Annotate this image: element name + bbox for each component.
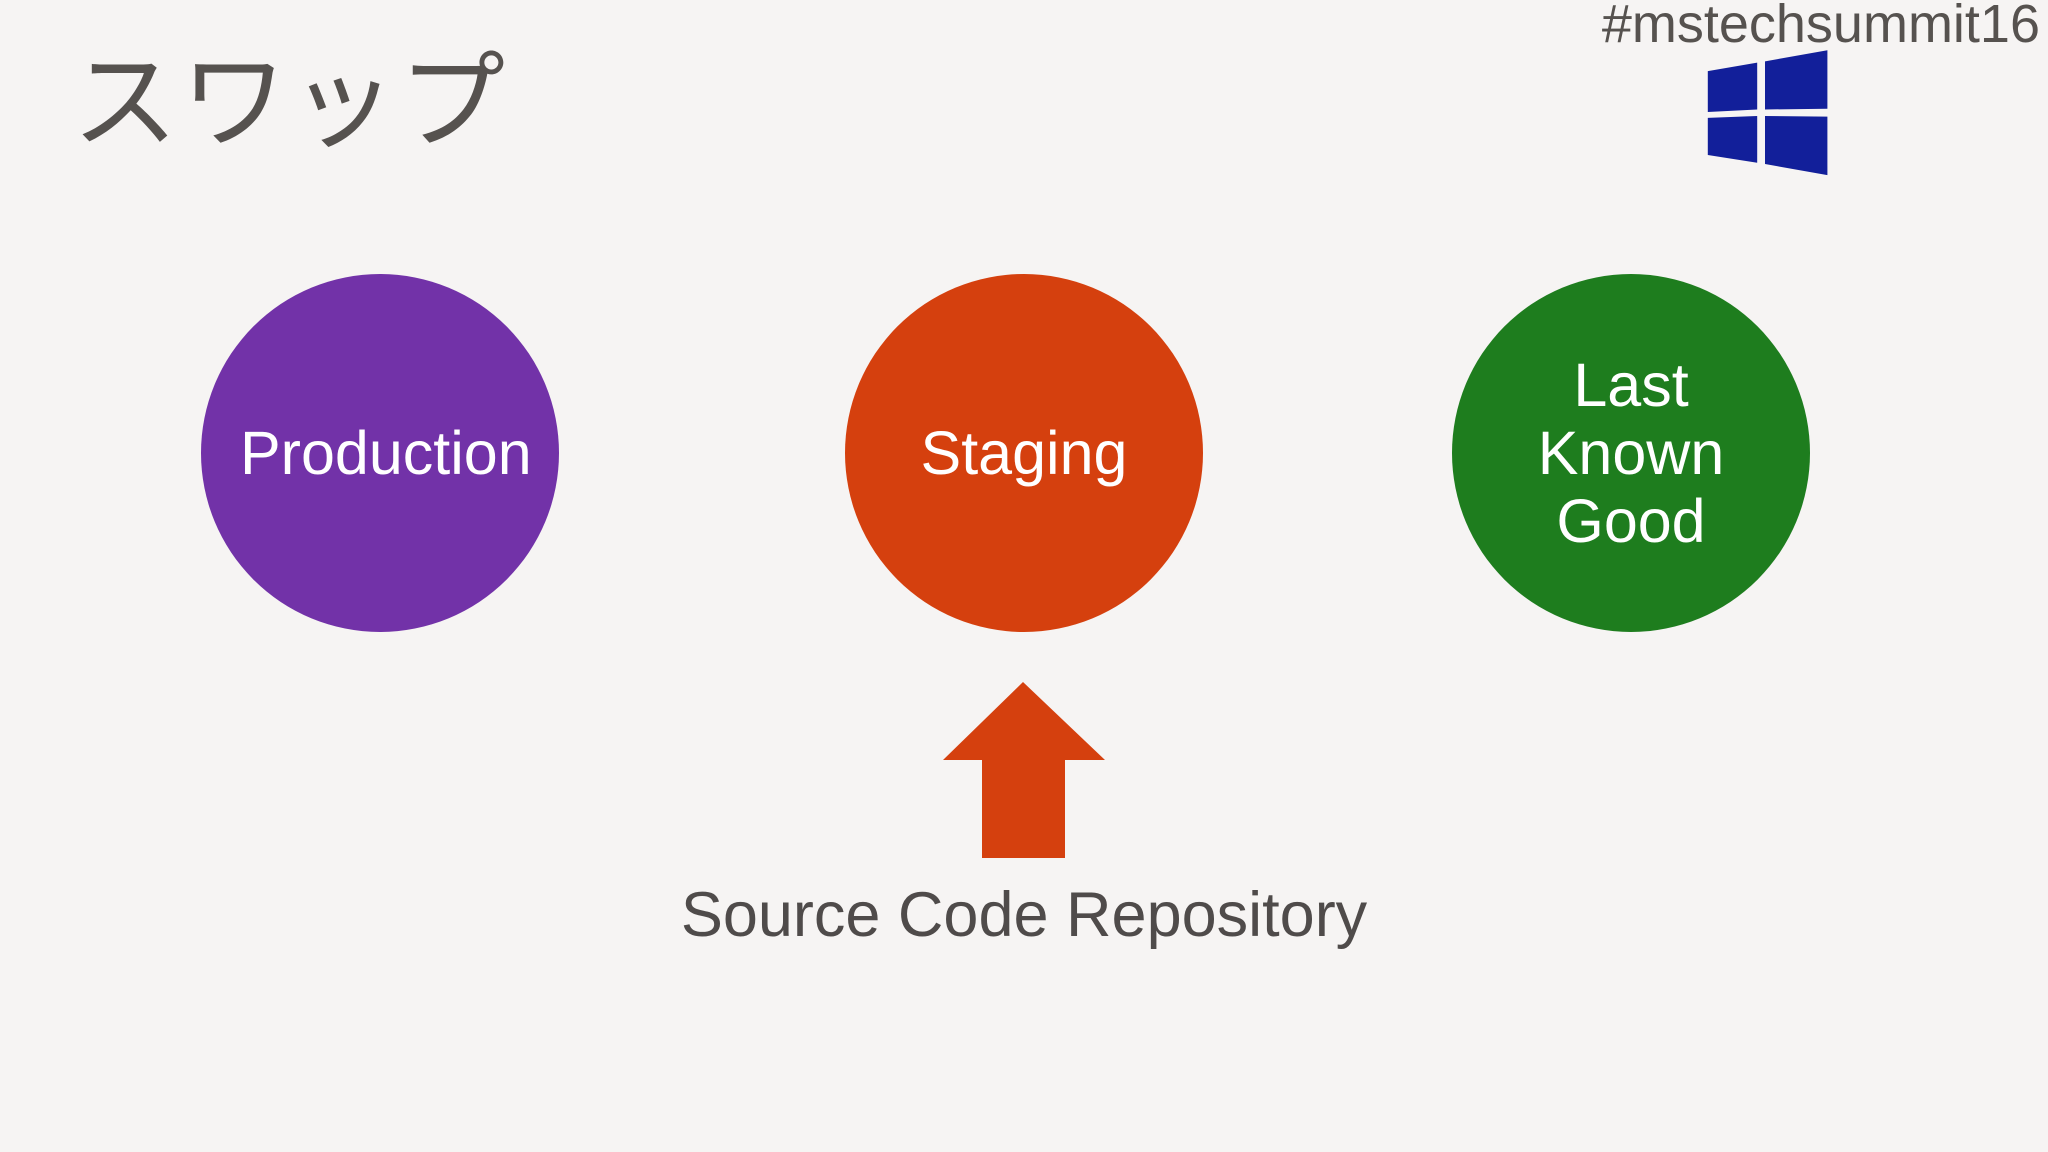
last-known-good-circle-label: Last Known Good — [1537, 350, 1725, 556]
staging-circle-label: Staging — [920, 418, 1128, 487]
production-circle: Production — [201, 274, 559, 632]
last-known-good-circle: Last Known Good — [1452, 274, 1810, 632]
source-code-repository-caption: Source Code Repository — [680, 880, 1368, 950]
staging-circle: Staging — [845, 274, 1203, 632]
up-arrow-icon — [943, 682, 1105, 858]
windows-logo-icon — [1707, 50, 1828, 176]
event-hashtag: #mstechsummit16 — [1601, 0, 2040, 54]
slide-title: スワップ — [72, 44, 508, 162]
production-circle-label: Production — [240, 418, 532, 487]
